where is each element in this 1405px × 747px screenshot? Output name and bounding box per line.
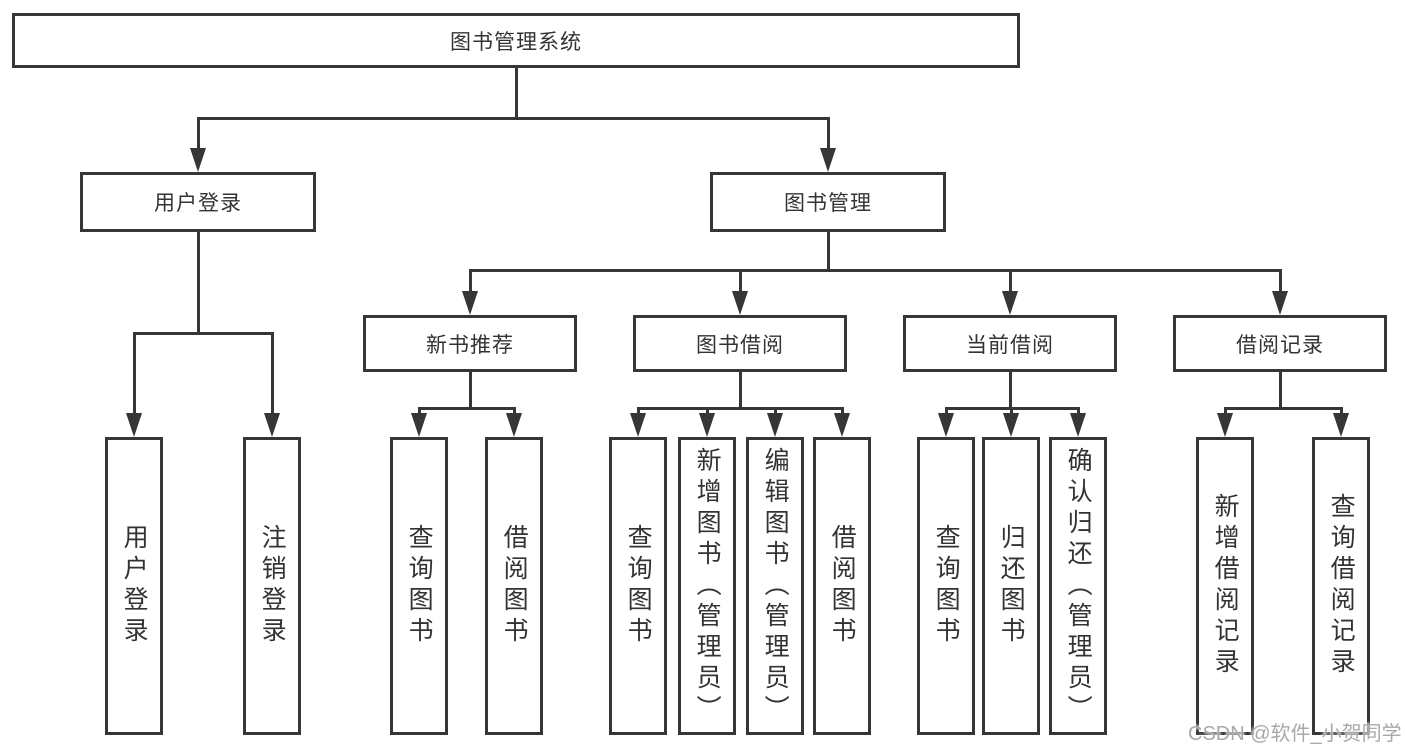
node-book-borrowing: 图书借阅 bbox=[633, 315, 847, 372]
node-borrowing-records-label: 借阅记录 bbox=[1236, 333, 1324, 357]
connector-drop bbox=[945, 407, 948, 417]
connector-drop bbox=[1340, 407, 1343, 417]
connector-drop bbox=[1009, 269, 1012, 295]
leaf-edit-books-admin: 编辑图书（管理员） bbox=[746, 437, 804, 735]
arrow-down-icon bbox=[732, 291, 748, 315]
arrow-down-icon bbox=[190, 148, 206, 172]
connector-stem bbox=[469, 370, 472, 410]
leaf-add-books-admin-label: 新增图书（管理员） bbox=[693, 446, 722, 726]
arrow-down-icon bbox=[1070, 413, 1086, 437]
arrow-down-icon bbox=[411, 413, 427, 437]
node-new-book-recommendation: 新书推荐 bbox=[363, 315, 577, 372]
connector-bar bbox=[133, 332, 274, 335]
connector-bar bbox=[197, 117, 830, 120]
arrow-down-icon bbox=[462, 291, 478, 315]
arrow-down-icon bbox=[126, 413, 142, 437]
leaf-query-borrow-record-label: 查询借阅记录 bbox=[1327, 493, 1356, 679]
connector-drop bbox=[1279, 269, 1282, 295]
connector-bar bbox=[418, 407, 516, 410]
connector-drop bbox=[637, 407, 640, 417]
leaf-return-books: 归还图书 bbox=[982, 437, 1040, 735]
node-current-borrowing-label: 当前借阅 bbox=[966, 333, 1054, 357]
connector-drop bbox=[418, 407, 421, 417]
arrow-down-icon bbox=[1003, 413, 1019, 437]
connector-bar bbox=[469, 269, 1282, 272]
connector-drop bbox=[706, 407, 709, 417]
connector-stem bbox=[1009, 370, 1012, 410]
arrow-down-icon bbox=[630, 413, 646, 437]
arrow-down-icon bbox=[834, 413, 850, 437]
connector-stem bbox=[197, 230, 200, 334]
connector-drop bbox=[271, 332, 274, 417]
connector-drop bbox=[774, 407, 777, 417]
connector-drop bbox=[1224, 407, 1227, 417]
csdn-watermark: CSDN @软件_小贺同学 bbox=[1188, 723, 1402, 745]
connector-drop bbox=[133, 332, 136, 417]
leaf-borrow-books: 借阅图书 bbox=[813, 437, 871, 735]
connector-drop bbox=[197, 117, 200, 152]
leaf-confirm-return-admin-label: 确认归还（管理员） bbox=[1064, 446, 1093, 726]
arrow-down-icon bbox=[699, 413, 715, 437]
node-library-management-system-label: 图书管理系统 bbox=[450, 30, 582, 54]
leaf-query-books-borrow: 查询图书 bbox=[609, 437, 667, 735]
connector-drop bbox=[739, 269, 742, 295]
leaf-logout: 注销登录 bbox=[243, 437, 301, 735]
leaf-edit-books-admin-label: 编辑图书（管理员） bbox=[761, 446, 790, 726]
connector-bar bbox=[1224, 407, 1343, 410]
leaf-query-books-borrow-label: 查询图书 bbox=[624, 524, 653, 648]
leaf-borrow-books-recommend: 借阅图书 bbox=[485, 437, 543, 735]
node-book-management-label: 图书管理 bbox=[784, 192, 872, 215]
node-borrowing-records: 借阅记录 bbox=[1173, 315, 1387, 372]
leaf-logout-label: 注销登录 bbox=[258, 524, 287, 648]
leaf-add-borrow-record: 新增借阅记录 bbox=[1196, 437, 1254, 735]
node-user-login-label: 用户登录 bbox=[154, 192, 242, 215]
arrow-down-icon bbox=[820, 148, 836, 172]
leaf-return-books-label: 归还图书 bbox=[997, 524, 1026, 648]
arrow-down-icon bbox=[1333, 413, 1349, 437]
node-library-management-system: 图书管理系统 bbox=[12, 13, 1020, 68]
connector-stem bbox=[827, 230, 830, 272]
connector-drop bbox=[469, 269, 472, 295]
leaf-add-borrow-record-label: 新增借阅记录 bbox=[1211, 493, 1240, 679]
connector-drop bbox=[827, 117, 830, 152]
connector-drop bbox=[841, 407, 844, 417]
arrow-down-icon bbox=[1272, 291, 1288, 315]
leaf-query-books-recommend: 查询图书 bbox=[390, 437, 448, 735]
arrow-down-icon bbox=[938, 413, 954, 437]
connector-stem bbox=[739, 370, 742, 410]
arrow-down-icon bbox=[1217, 413, 1233, 437]
arrow-down-icon bbox=[767, 413, 783, 437]
node-current-borrowing: 当前借阅 bbox=[903, 315, 1117, 372]
leaf-query-books-current-label: 查询图书 bbox=[932, 524, 961, 648]
leaf-query-books-recommend-label: 查询图书 bbox=[405, 524, 434, 648]
arrow-down-icon bbox=[506, 413, 522, 437]
connector-drop bbox=[1010, 407, 1013, 417]
leaf-confirm-return-admin: 确认归还（管理员） bbox=[1049, 437, 1107, 735]
leaf-query-borrow-record: 查询借阅记录 bbox=[1312, 437, 1370, 735]
leaf-user-login-label: 用户登录 bbox=[120, 524, 149, 648]
node-user-login: 用户登录 bbox=[80, 172, 316, 232]
leaf-query-books-current: 查询图书 bbox=[917, 437, 975, 735]
connector-bar bbox=[637, 407, 844, 410]
arrow-down-icon bbox=[264, 413, 280, 437]
connector-stem bbox=[1279, 370, 1282, 410]
node-book-management: 图书管理 bbox=[710, 172, 946, 232]
connector-drop bbox=[1077, 407, 1080, 417]
connector-drop bbox=[513, 407, 516, 417]
leaf-borrow-books-recommend-label: 借阅图书 bbox=[500, 524, 529, 648]
node-new-book-recommendation-label: 新书推荐 bbox=[426, 333, 514, 357]
arrow-down-icon bbox=[1002, 291, 1018, 315]
connector-stem bbox=[515, 66, 518, 120]
leaf-user-login: 用户登录 bbox=[105, 437, 163, 735]
node-book-borrowing-label: 图书借阅 bbox=[696, 333, 784, 357]
leaf-borrow-books-label: 借阅图书 bbox=[828, 524, 857, 648]
leaf-add-books-admin: 新增图书（管理员） bbox=[678, 437, 736, 735]
